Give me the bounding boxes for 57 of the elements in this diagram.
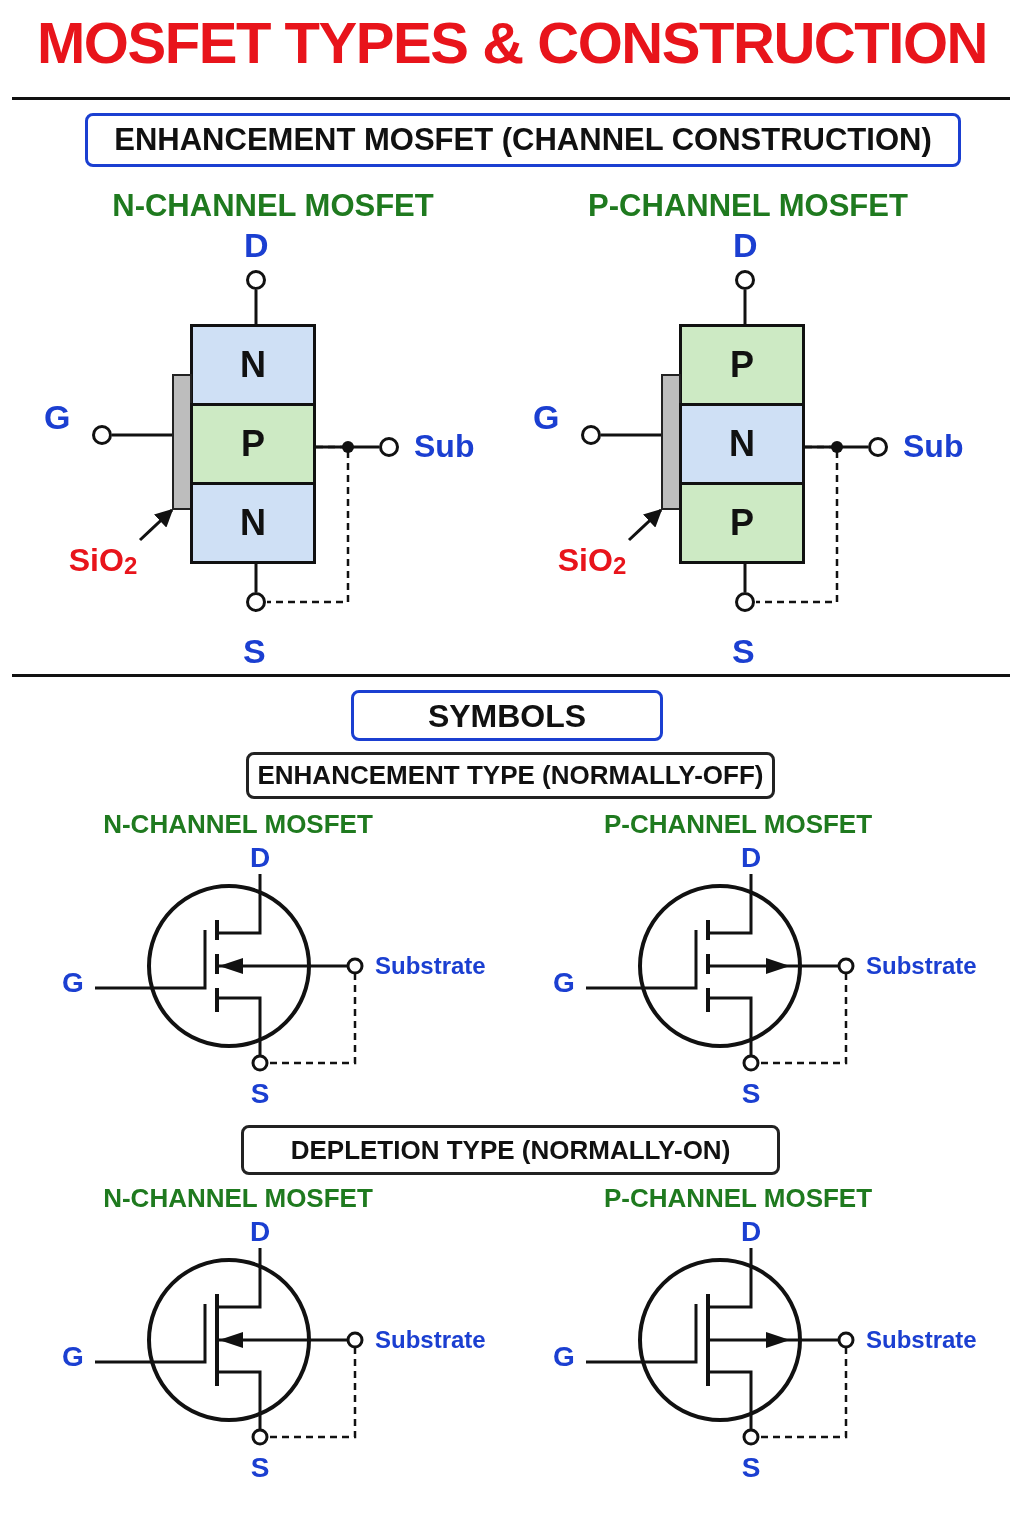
oxide-layer — [172, 374, 192, 510]
semiconductor-layer: N — [190, 482, 316, 564]
connector-line — [254, 290, 258, 324]
panel-heading: N-CHANNEL MOSFET — [112, 189, 434, 221]
semiconductor-layer: N — [679, 403, 805, 485]
terminal-label: S — [741, 1454, 761, 1482]
page-title: MOSFET TYPES & CONSTRUCTION — [35, 14, 989, 72]
terminal-label: Sub — [414, 430, 475, 462]
terminal-label: S — [732, 634, 755, 668]
oxide-layer — [661, 374, 681, 510]
terminal-label: D — [249, 1218, 271, 1246]
panel-heading: P-CHANNEL MOSFET — [603, 1185, 873, 1211]
semiconductor-layer: N — [190, 324, 316, 406]
connector-line — [254, 564, 258, 592]
terminal-label: G — [553, 969, 575, 997]
connector-line — [112, 433, 172, 437]
oxide-label: SiO$_{2}$ — [66, 540, 140, 580]
terminal-label: G — [553, 1343, 575, 1371]
leader-arrow — [627, 508, 663, 542]
leader-arrow — [138, 508, 174, 542]
connector-line — [316, 445, 379, 449]
terminal-label: Sub — [903, 430, 964, 462]
terminal-label: D — [244, 228, 269, 262]
panel-heading: N-CHANNEL MOSFET — [103, 811, 373, 837]
terminal-label: G — [44, 400, 71, 434]
panel-heading: N-CHANNEL MOSFET — [103, 1185, 373, 1211]
terminal-label: D — [740, 1218, 762, 1246]
terminal-label: Substrate — [375, 954, 486, 978]
oxide-label: SiO$_{2}$ — [555, 540, 629, 580]
panel-heading: P-CHANNEL MOSFET — [603, 811, 873, 837]
terminal-label: S — [243, 634, 266, 668]
section-heading-box: ENHANCEMENT TYPE (NORMALLY-OFF) — [246, 752, 775, 799]
semiconductor-layer: P — [190, 403, 316, 485]
connector-line — [601, 433, 661, 437]
terminal-label: G — [62, 969, 84, 997]
terminal-label: Substrate — [375, 1328, 486, 1352]
terminal-label: S — [741, 1080, 761, 1108]
terminal-label: S — [250, 1454, 270, 1482]
section-heading-box: SYMBOLS — [351, 690, 663, 741]
panel-heading: P-CHANNEL MOSFET — [588, 189, 908, 221]
terminal-label: G — [62, 1343, 84, 1371]
semiconductor-layer: P — [679, 324, 805, 406]
connector-line — [743, 564, 747, 592]
connector-line — [743, 290, 747, 324]
section-heading-box: ENHANCEMENT MOSFET (CHANNEL CONSTRUCTION) — [85, 113, 961, 167]
connector-line — [805, 445, 868, 449]
terminal-label: D — [740, 844, 762, 872]
terminal-label: Substrate — [866, 954, 977, 978]
dashed-connector — [756, 445, 839, 604]
terminal-label: D — [733, 228, 758, 262]
terminal-label: D — [249, 844, 271, 872]
section-heading-box: DEPLETION TYPE (NORMALLY-ON) — [241, 1125, 780, 1175]
dashed-connector — [267, 445, 350, 604]
semiconductor-layer: P — [679, 482, 805, 564]
terminal-label: G — [533, 400, 560, 434]
terminal-label: Substrate — [866, 1328, 977, 1352]
terminal-label: S — [250, 1080, 270, 1108]
